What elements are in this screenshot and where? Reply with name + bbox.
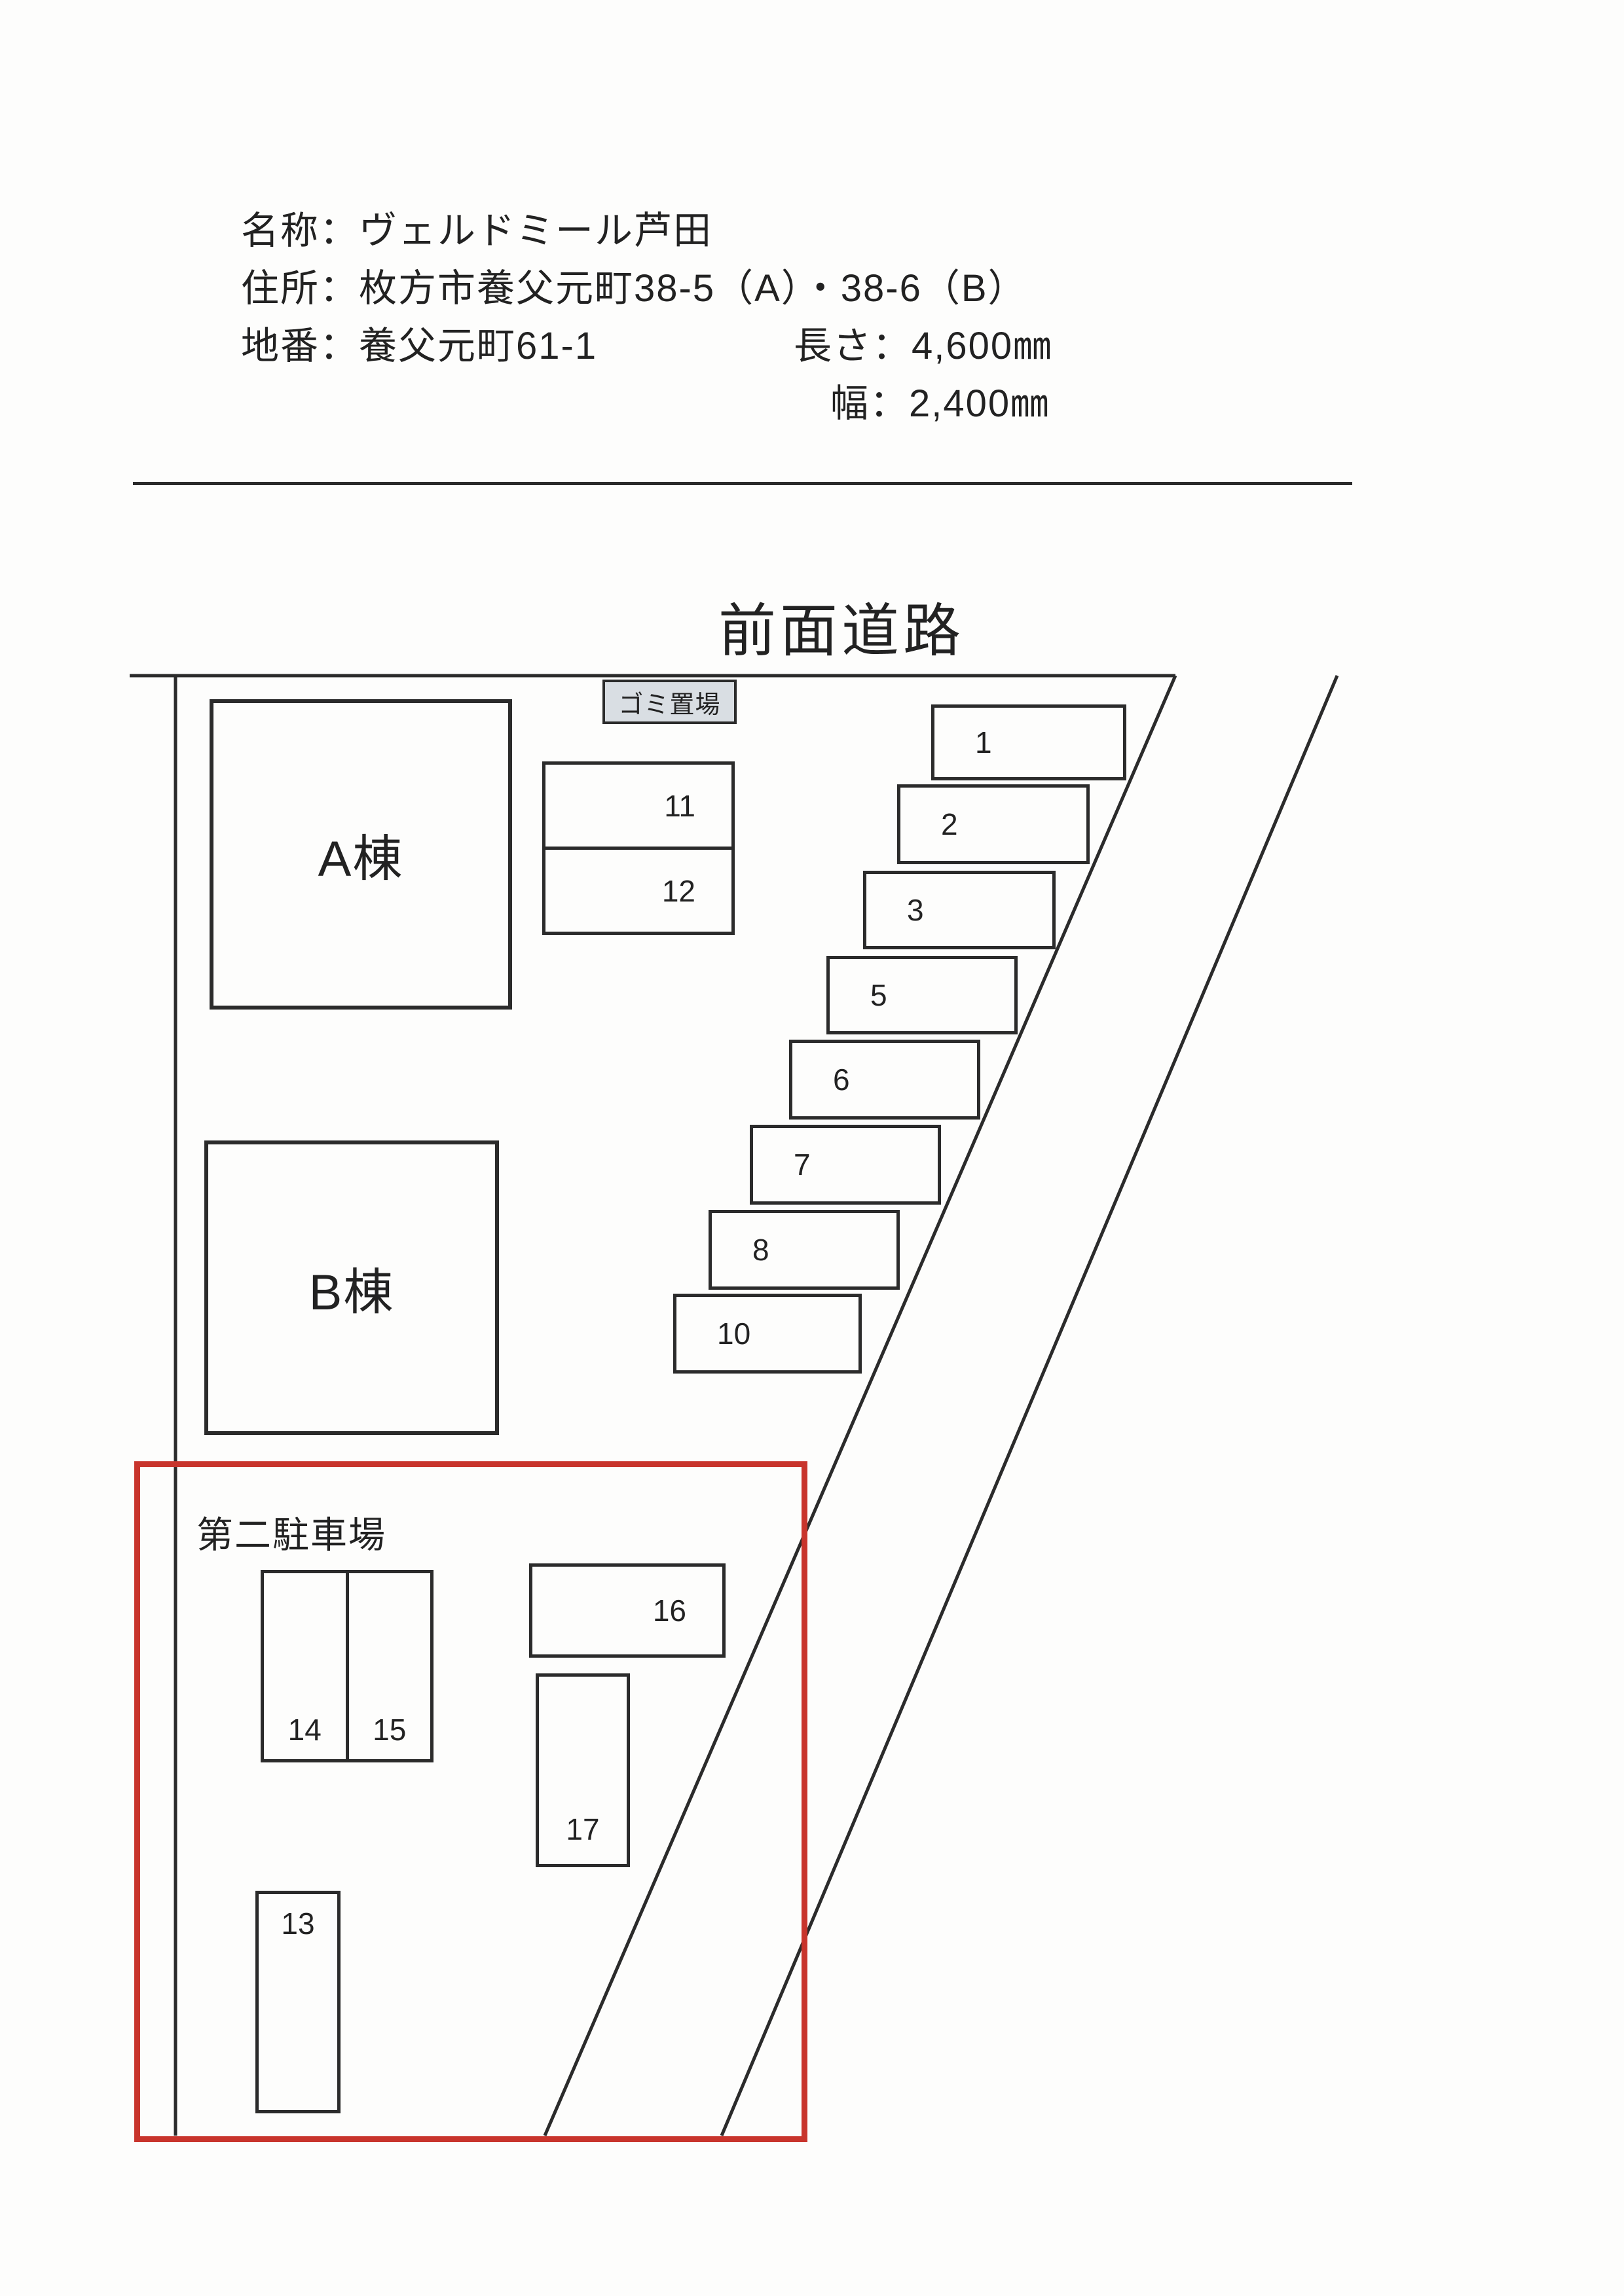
building-b-label: B棟 [308,1265,395,1321]
lot-number-line: 地番：養父元町61-1 [241,325,598,367]
parking-space-6: 6 [789,1040,980,1120]
space-width-line: 幅：2,400㎜ [830,382,1050,425]
parking-space-label: 7 [794,1148,811,1182]
parking-space-1: 1 [931,704,1126,780]
parking-space-pair-11-12: 11 12 [542,761,735,935]
parking-space-15: 15 [345,1573,431,1759]
road-edge-right-line [720,675,1339,2136]
parking-space-10: 10 [673,1294,862,1374]
space-length-line: 長さ：4,600㎜ [794,325,1053,367]
parking-space-label: 6 [833,1063,850,1097]
parking-space-pair-14-15: 14 15 [261,1570,434,1762]
parking-space-label: 1 [975,725,992,759]
parking-space-2: 2 [897,784,1090,864]
parking-space-label: 10 [717,1317,751,1351]
parking-space-14: 14 [264,1573,346,1759]
building-b-box: B棟 [204,1140,499,1435]
parking-space-label: 2 [941,807,958,841]
parking-space-3: 3 [863,871,1056,949]
property-address-line: 住所：枚方市養父元町38-5（A）・38-6（B） [241,267,1027,310]
parking-space-12: 12 [545,847,731,932]
parking-space-7: 7 [750,1125,941,1205]
second-lot-highlight-outline [134,1461,807,2142]
parking-space-8: 8 [709,1210,900,1290]
garbage-area-box: ゴミ置場 [602,680,737,724]
garbage-area-label: ゴミ置場 [618,691,721,719]
property-name-line: 名称：ヴェルドミール芦田 [241,210,713,252]
parking-space-11: 11 [545,765,731,847]
parking-space-label: 11 [664,788,695,823]
parking-space-label: 5 [870,978,887,1012]
parking-space-label: 8 [752,1233,769,1267]
parking-space-13: 13 [255,1891,341,2113]
parking-space-label: 17 [566,1812,600,1846]
parking-space-label: 15 [373,1713,407,1747]
parking-space-5: 5 [826,956,1018,1034]
parking-space-label: 13 [281,1906,315,1941]
header-divider [133,482,1352,485]
parking-space-17: 17 [536,1673,630,1867]
parking-space-label: 14 [287,1713,322,1747]
parking-space-label: 16 [652,1594,686,1628]
second-lot-title: 第二駐車場 [196,1514,386,1556]
parking-space-label: 3 [907,893,924,927]
parking-space-label: 12 [661,873,695,908]
building-a-label: A棟 [318,831,404,887]
front-road-title: 前面道路 [718,598,965,663]
parking-space-16: 16 [529,1563,726,1658]
building-a-box: A棟 [210,699,512,1010]
road-edge-left-line [543,675,1177,2136]
